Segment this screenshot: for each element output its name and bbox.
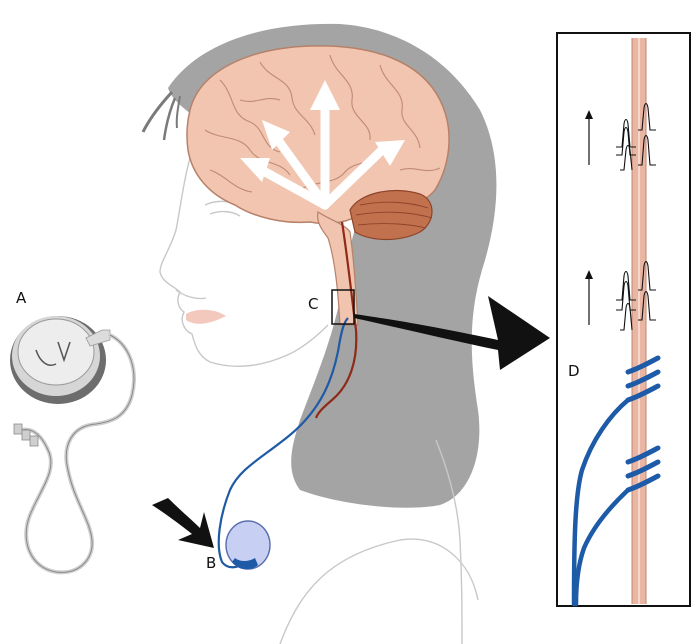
electrode-lead xyxy=(571,397,631,607)
vagus-nerve xyxy=(314,221,358,419)
pulse-generator xyxy=(225,520,271,570)
action-potential-spikes-upper xyxy=(616,102,656,171)
device-photo xyxy=(10,316,136,575)
label-d: D xyxy=(568,362,580,380)
cerebellum xyxy=(349,189,433,241)
lead-wire xyxy=(217,317,349,569)
stimulation-arrows xyxy=(240,80,405,210)
lips xyxy=(186,309,226,324)
pointer-arrow-to-generator xyxy=(152,498,214,548)
label-c: C xyxy=(308,295,318,313)
pointer-arrow-to-inset xyxy=(354,296,550,370)
propagation-arrow-lower xyxy=(585,270,593,325)
inset-marker-box xyxy=(331,289,355,325)
brainstem xyxy=(317,211,359,326)
inset-panel xyxy=(556,32,691,607)
label-a: A xyxy=(16,289,27,307)
action-potential-spikes-lower xyxy=(616,260,656,331)
face-outline xyxy=(159,134,479,644)
propagation-arrow-upper xyxy=(585,110,593,165)
brain xyxy=(186,45,450,326)
label-b: B xyxy=(206,554,216,572)
electrode-coil xyxy=(625,355,661,493)
